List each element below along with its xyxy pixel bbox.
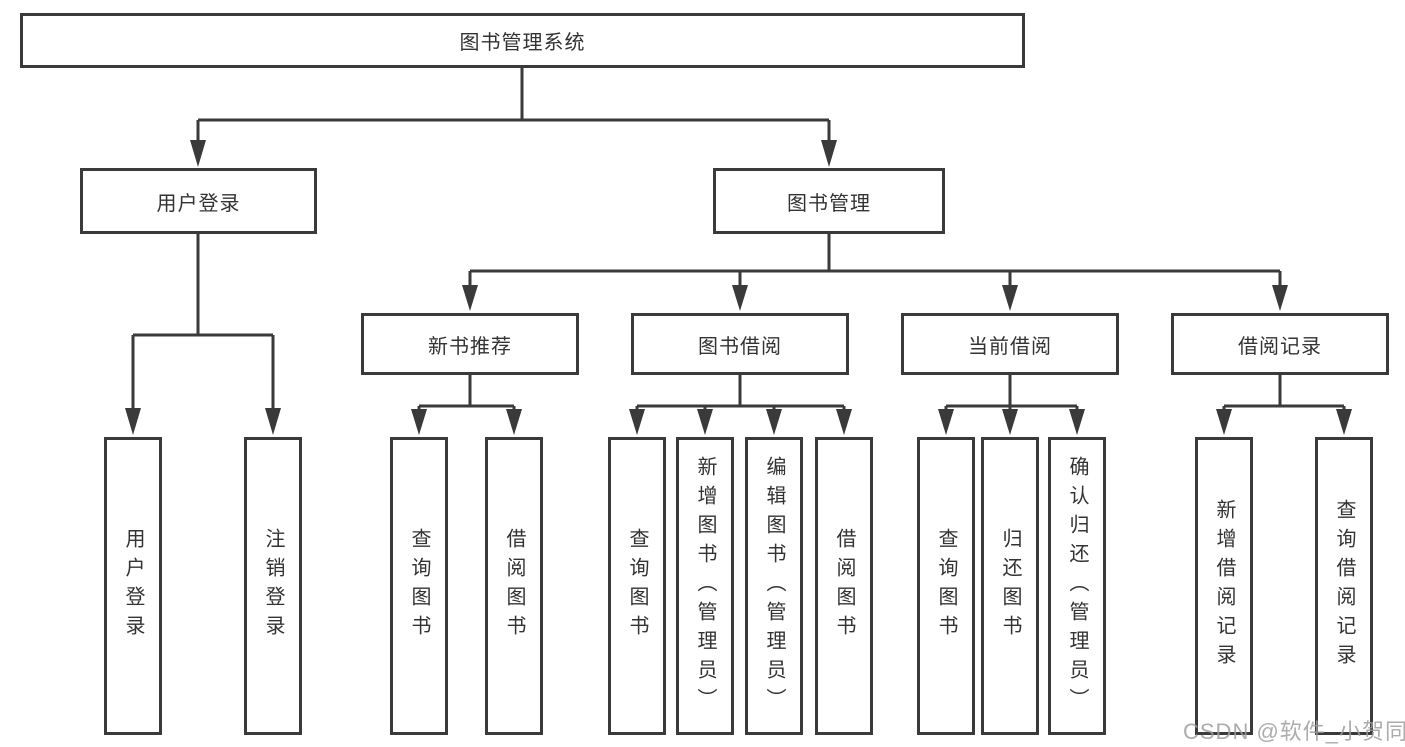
leaf-add-book-admin: 新增图书（管理员） [676,437,734,735]
leaf-edit-book-admin: 编辑图书（管理员） [745,437,803,735]
node-current-borrow: 当前借阅 [901,313,1119,375]
leaf-label: 查询图书 [408,528,430,644]
node-library-management-system: 图书管理系统 [20,13,1025,68]
leaf-return-book: 归还图书 [981,437,1039,735]
leaf-label: 注销登录 [262,528,284,644]
connector-root-to-level2 [190,68,837,167]
leaf-borrow-book-recommend: 借阅图书 [485,437,543,735]
leaf-label: 用户登录 [122,528,144,644]
leaf-user-login: 用户登录 [104,437,162,735]
leaf-label: 编辑图书（管理员） [763,455,785,717]
connector-borrow-record-to-leaves [1216,375,1352,435]
leaf-label: 查询图书 [626,528,648,644]
leaf-add-borrow-record: 新增借阅记录 [1195,437,1253,735]
node-book-borrow: 图书借阅 [631,313,849,375]
node-label: 图书管理 [787,192,871,215]
node-new-book-recommend: 新书推荐 [361,313,579,375]
node-label: 图书管理系统 [459,32,586,54]
connector-user-login-to-leaves [125,234,281,435]
node-label: 当前借阅 [968,335,1052,358]
leaf-label: 借阅图书 [503,528,525,644]
leaf-label: 新增借阅记录 [1213,499,1235,673]
node-label: 借阅记录 [1238,335,1322,358]
csdn-watermark: CSDN @软件_小贺同学 [1183,719,1405,744]
leaf-confirm-return-admin: 确认归还（管理员） [1048,437,1106,735]
node-label: 新书推荐 [428,335,512,358]
leaf-logout: 注销登录 [244,437,302,735]
node-user-login: 用户登录 [80,168,317,234]
leaf-label: 新增图书（管理员） [694,455,716,717]
leaf-query-book-current: 查询图书 [917,437,975,735]
node-borrow-record: 借阅记录 [1171,313,1389,375]
leaf-query-book-recommend: 查询图书 [390,437,448,735]
connector-book-borrow-to-leaves [629,375,852,435]
leaf-query-borrow-record: 查询借阅记录 [1315,437,1373,735]
node-label: 用户登录 [156,192,241,215]
leaf-query-book-borrow: 查询图书 [608,437,666,735]
connector-new-book-recommend-to-leaves [411,375,522,435]
leaf-label: 查询图书 [935,528,957,644]
leaf-borrow-book: 借阅图书 [815,437,873,735]
leaf-label: 确认归还（管理员） [1066,455,1088,717]
node-book-management: 图书管理 [713,168,945,234]
node-label: 图书借阅 [698,335,782,358]
connector-book-management-to-level3 [462,234,1288,311]
leaf-label: 归还图书 [999,528,1021,644]
leaf-label: 借阅图书 [833,528,855,644]
leaf-label: 查询借阅记录 [1333,499,1355,673]
connector-current-borrow-to-leaves [938,375,1085,435]
